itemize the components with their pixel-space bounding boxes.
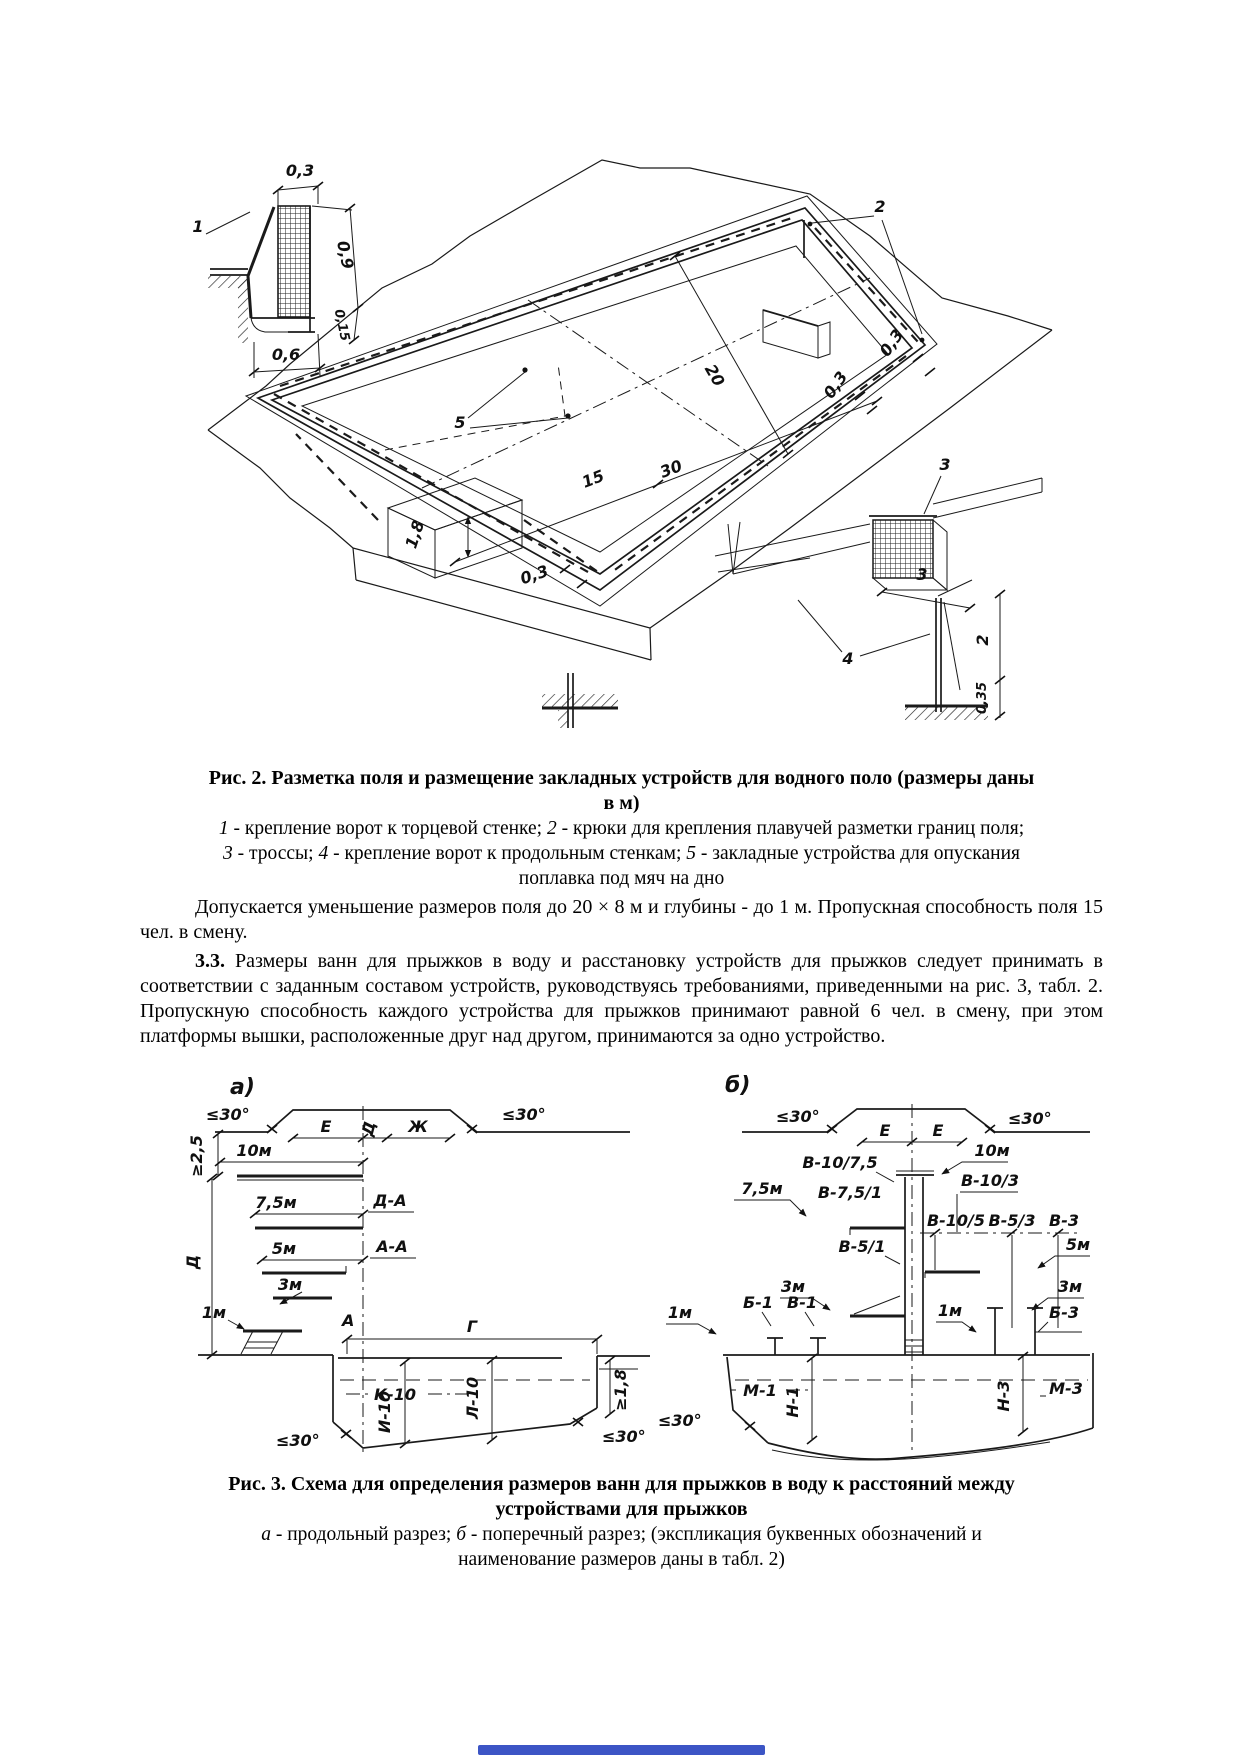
label-b-M3: М-3	[1049, 1379, 1083, 1398]
float-line-marking	[273, 216, 919, 573]
label-b-N3: Н-3	[994, 1380, 1013, 1411]
label-b-B10-5: В-10/5	[927, 1211, 985, 1230]
dim-a-E: Е	[321, 1117, 332, 1136]
angle-a-left: ≤30°	[206, 1105, 250, 1124]
dim-1-8: 1,8	[401, 518, 428, 551]
pool-rim	[244, 195, 938, 607]
dim-0-3-near: 0,3	[518, 561, 551, 588]
figure-3-drawing: а) ≤30° ≤30° Е Д Ж ≥2,5 Д 10м 7,5м Д-А 5…	[183, 1073, 1094, 1461]
section-b-label: б)	[725, 1073, 750, 1098]
paragraph-3-3-number: 3.3.	[195, 950, 225, 972]
anchor-detail	[542, 673, 618, 728]
dim-b-3m-right: 3м	[1058, 1277, 1082, 1296]
figure-2-legend-line1: 1 - крепление ворот к торцевой стенке; 2…	[218, 818, 1025, 839]
dim-0-6: 0,6	[272, 345, 300, 364]
dim-b-10m: 10м	[974, 1141, 1009, 1160]
angle-a-right: ≤30°	[502, 1105, 546, 1124]
paragraph-3-3-text: Размеры ванн для прыжков в воду и расста…	[140, 950, 1103, 1047]
dim-b-3m-left: 3м	[781, 1277, 805, 1296]
angle-a-bottom-right: ≤30°	[602, 1427, 646, 1446]
pool-deck-outline	[207, 159, 1053, 661]
dim-a-75m: 7,5м	[255, 1193, 296, 1212]
dim-a-D: Д	[357, 1119, 379, 1139]
section-a-label: а)	[230, 1075, 255, 1100]
callout-4: 4	[841, 649, 853, 668]
goal-elevation-detail: 3 3 4	[714, 455, 1043, 668]
dim-b-E-right: Е	[933, 1121, 944, 1140]
section-a: а) ≤30° ≤30° Е Д Ж ≥2,5 Д 10м 7,5м Д-А 5…	[183, 1075, 650, 1454]
dim-b-75m: 7,5м	[741, 1179, 782, 1198]
dim-0-9: 0,9	[333, 239, 357, 271]
label-b-B10-3: В-10/3	[961, 1171, 1019, 1190]
label-b-B3: В-3	[1049, 1211, 1079, 1230]
label-a-A: А	[340, 1311, 354, 1330]
dim-b-1m-right: 1м	[938, 1301, 962, 1320]
figure-2-drawing: 20 15 30 5 1,8 0,3 0,3 0,3 2 0,3	[192, 159, 1053, 728]
figure-3-legend-line1: а - продольный разрез; б - поперечный ра…	[261, 1524, 982, 1545]
label-b-B1: Б-1	[743, 1293, 773, 1312]
label-b-B5-3: В-5/3	[989, 1211, 1036, 1230]
dim-a-ge25: ≥2,5	[187, 1135, 206, 1177]
dim-20: 20	[701, 361, 729, 390]
label-a-L10: Л-10	[463, 1377, 482, 1420]
dim-a-1m: 1м	[202, 1303, 226, 1322]
angle-b-right: ≤30°	[1008, 1109, 1052, 1128]
section-b: б) ≤30° ≤30° Е Е 10м В-10/7,5 В-10/3 7,5…	[658, 1073, 1094, 1461]
angle-b-bottom: ≤30°	[658, 1411, 702, 1430]
angle-a-bottom-left: ≤30°	[276, 1431, 320, 1450]
springboard-1m	[240, 1329, 302, 1355]
figure-3-caption-line2: устройствами для прыжков	[495, 1498, 748, 1520]
goal-box-far	[762, 309, 831, 359]
label-b-V1: В-1	[787, 1293, 817, 1312]
dim-b-5m: 5м	[1066, 1235, 1090, 1254]
label-a-AA: А-А	[374, 1237, 407, 1256]
label-b-N1: Н-1	[783, 1386, 802, 1417]
dim-0-15: 0,15	[331, 308, 352, 342]
label-b-B3s: Б-3	[1049, 1303, 1079, 1322]
figure-2-caption-line2: в м)	[603, 792, 640, 814]
figure-3-caption-line1: Рис. 3. Схема для определения размеров в…	[228, 1473, 1015, 1495]
figure-3-text-block: Рис. 3. Схема для определения размеров в…	[140, 1472, 1103, 1572]
label-b-B10-75: В-10/7,5	[802, 1153, 877, 1172]
figure-2-legend-line2: 3 - троссы; 4 - крепление ворот к продол…	[223, 843, 1020, 864]
figure-2-caption-line1: Рис. 2. Разметка поля и размещение закла…	[208, 767, 1035, 789]
goal-box-near	[295, 433, 599, 579]
angle-b-left: ≤30°	[776, 1107, 820, 1126]
label-b-B75-1: В-7,5/1	[818, 1183, 882, 1202]
callout-5: 5	[454, 413, 465, 432]
dim-a-D-vert: Д	[183, 1255, 202, 1270]
dim-a-G: Г	[467, 1317, 478, 1336]
dim-15: 15	[579, 466, 607, 492]
goal-section-detail: 0,3 0,9 0,15 0,6 1	[192, 161, 364, 378]
dim-a-ge18: ≥1,8	[611, 1369, 630, 1411]
label-b-M1: М-1	[743, 1381, 777, 1400]
dim-b-E-left: Е	[880, 1121, 891, 1140]
callout-1: 1	[192, 217, 203, 236]
dim-30: 30	[657, 456, 685, 482]
dim-a-Zh: Ж	[407, 1117, 428, 1136]
post-ground-detail: 2 0,35	[905, 579, 1006, 721]
dim-a-5m: 5м	[272, 1239, 296, 1258]
label-a-I10: И-10	[375, 1391, 394, 1433]
paragraph-3-3: 3.3. Размеры ванн для прыжков в воду и р…	[140, 949, 1103, 1049]
dim-a-10m: 10м	[236, 1141, 271, 1160]
dim-3: 3	[916, 565, 927, 584]
dim-2: 2	[973, 634, 992, 645]
dim-0-3-right2: 0,3	[820, 368, 852, 402]
callout-2: 2	[874, 197, 885, 216]
dim-a-3m: 3м	[278, 1275, 302, 1294]
callout-3: 3	[939, 455, 950, 474]
figure-2-legend-line3: поплавка под мяч на дно	[518, 868, 725, 889]
label-b-B5-1: В-5/1	[839, 1237, 886, 1256]
dim-0-3-top: 0,3	[286, 161, 314, 180]
clipped-link-fragment[interactable]	[478, 1745, 765, 1755]
figure-2-text-block: Рис. 2. Разметка поля и размещение закла…	[140, 766, 1103, 1049]
label-a-DA: Д-А	[372, 1191, 406, 1210]
paragraph-field-size: Допускается уменьшение размеров поля до …	[140, 896, 1103, 943]
figure-3-legend-line2: наименование размеров даны в табл. 2)	[458, 1549, 785, 1570]
dim-b-1m-left: 1м	[668, 1303, 692, 1322]
